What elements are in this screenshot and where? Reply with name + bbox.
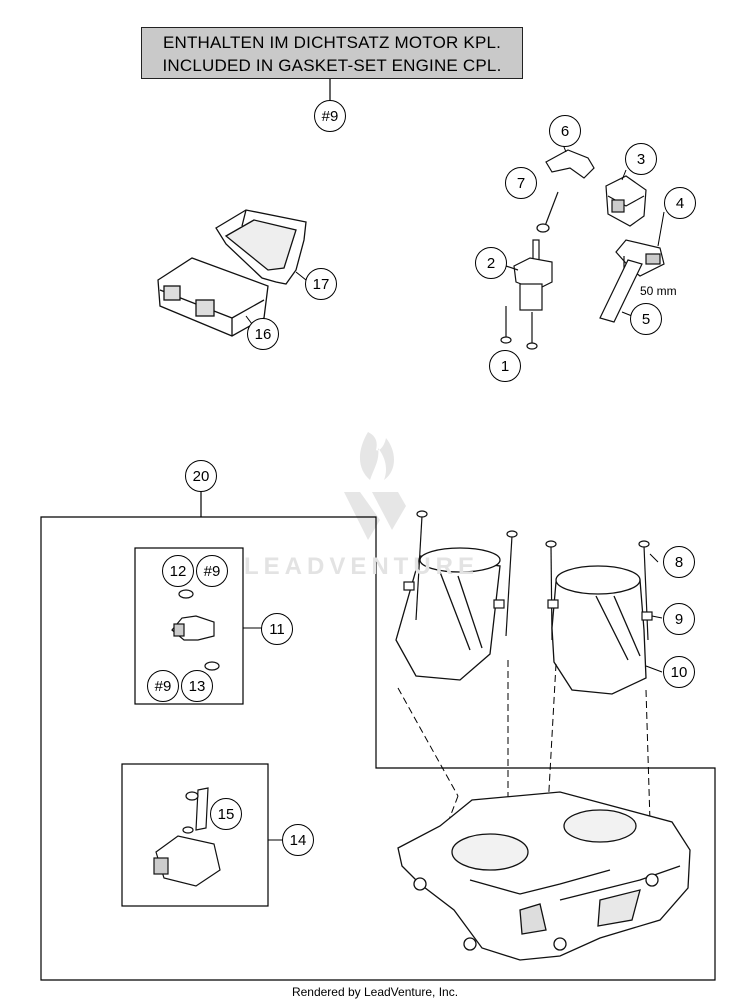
callout-9[interactable]: 9 [663,603,695,635]
bracket-part [545,149,595,179]
callout-15[interactable]: 15 [210,798,242,830]
callout-2[interactable]: 2 [475,247,507,279]
leader-8 [649,553,659,563]
callout-12[interactable]: 12 [162,555,194,587]
callout-13-ref[interactable]: #9 [147,670,179,702]
footer-credit: Rendered by LeadVenture, Inc. [291,985,459,999]
callout-4[interactable]: 4 [664,187,696,219]
sensor-part-3 [605,175,647,227]
callout-11[interactable]: 11 [261,613,293,645]
assembly-dash-lines [397,660,651,839]
callout-3[interactable]: 3 [625,143,657,175]
leader-9 [651,615,663,619]
leadventure-watermark-logo [344,432,406,540]
callout-6[interactable]: 6 [549,115,581,147]
callout-7[interactable]: 7 [505,167,537,199]
callout-5[interactable]: 5 [630,303,662,335]
leader-3 [621,169,627,181]
sensor-detail-box [121,763,269,907]
intake-funnel-right [551,565,647,695]
hose-length-label: 50 mm [640,284,677,298]
leader-17 [295,271,307,281]
callout-note-ref[interactable]: #9 [314,100,346,132]
callout-16[interactable]: 16 [247,318,279,350]
ecu-cover-part [215,209,307,285]
leader-10 [645,665,663,673]
callout-1[interactable]: 1 [489,350,521,382]
callout-20[interactable]: 20 [185,460,217,492]
callout-10[interactable]: 10 [663,656,695,688]
callout-13[interactable]: 13 [181,670,213,702]
injector-detail-box [134,547,244,705]
map-sensor-part [153,787,221,887]
callout-14[interactable]: 14 [282,824,314,856]
assembly-outline [40,488,716,981]
gasket-set-note: ENTHALTEN IM DICHTSATZ MOTOR KPL. INCLUD… [141,27,523,79]
callout-8[interactable]: 8 [663,546,695,578]
hose-part-5 [599,259,643,323]
sensor-part-2 [505,239,553,311]
screw-part-1 [500,306,538,350]
callout-17[interactable]: 17 [305,268,337,300]
gasket-note-line-de: ENTHALTEN IM DICHTSATZ MOTOR KPL. [162,33,502,52]
screw-part-7 [536,191,559,233]
leader-4 [657,211,665,247]
injector-part [171,589,220,671]
throttle-body-assembly [397,791,691,961]
watermark-text: LEADVENTURE [244,553,480,580]
funnel-bolts [403,510,653,641]
gasket-note-line-en: INCLUDED IN GASKET-SET ENGINE CPL. [162,56,502,75]
callout-12-ref[interactable]: #9 [196,555,228,587]
